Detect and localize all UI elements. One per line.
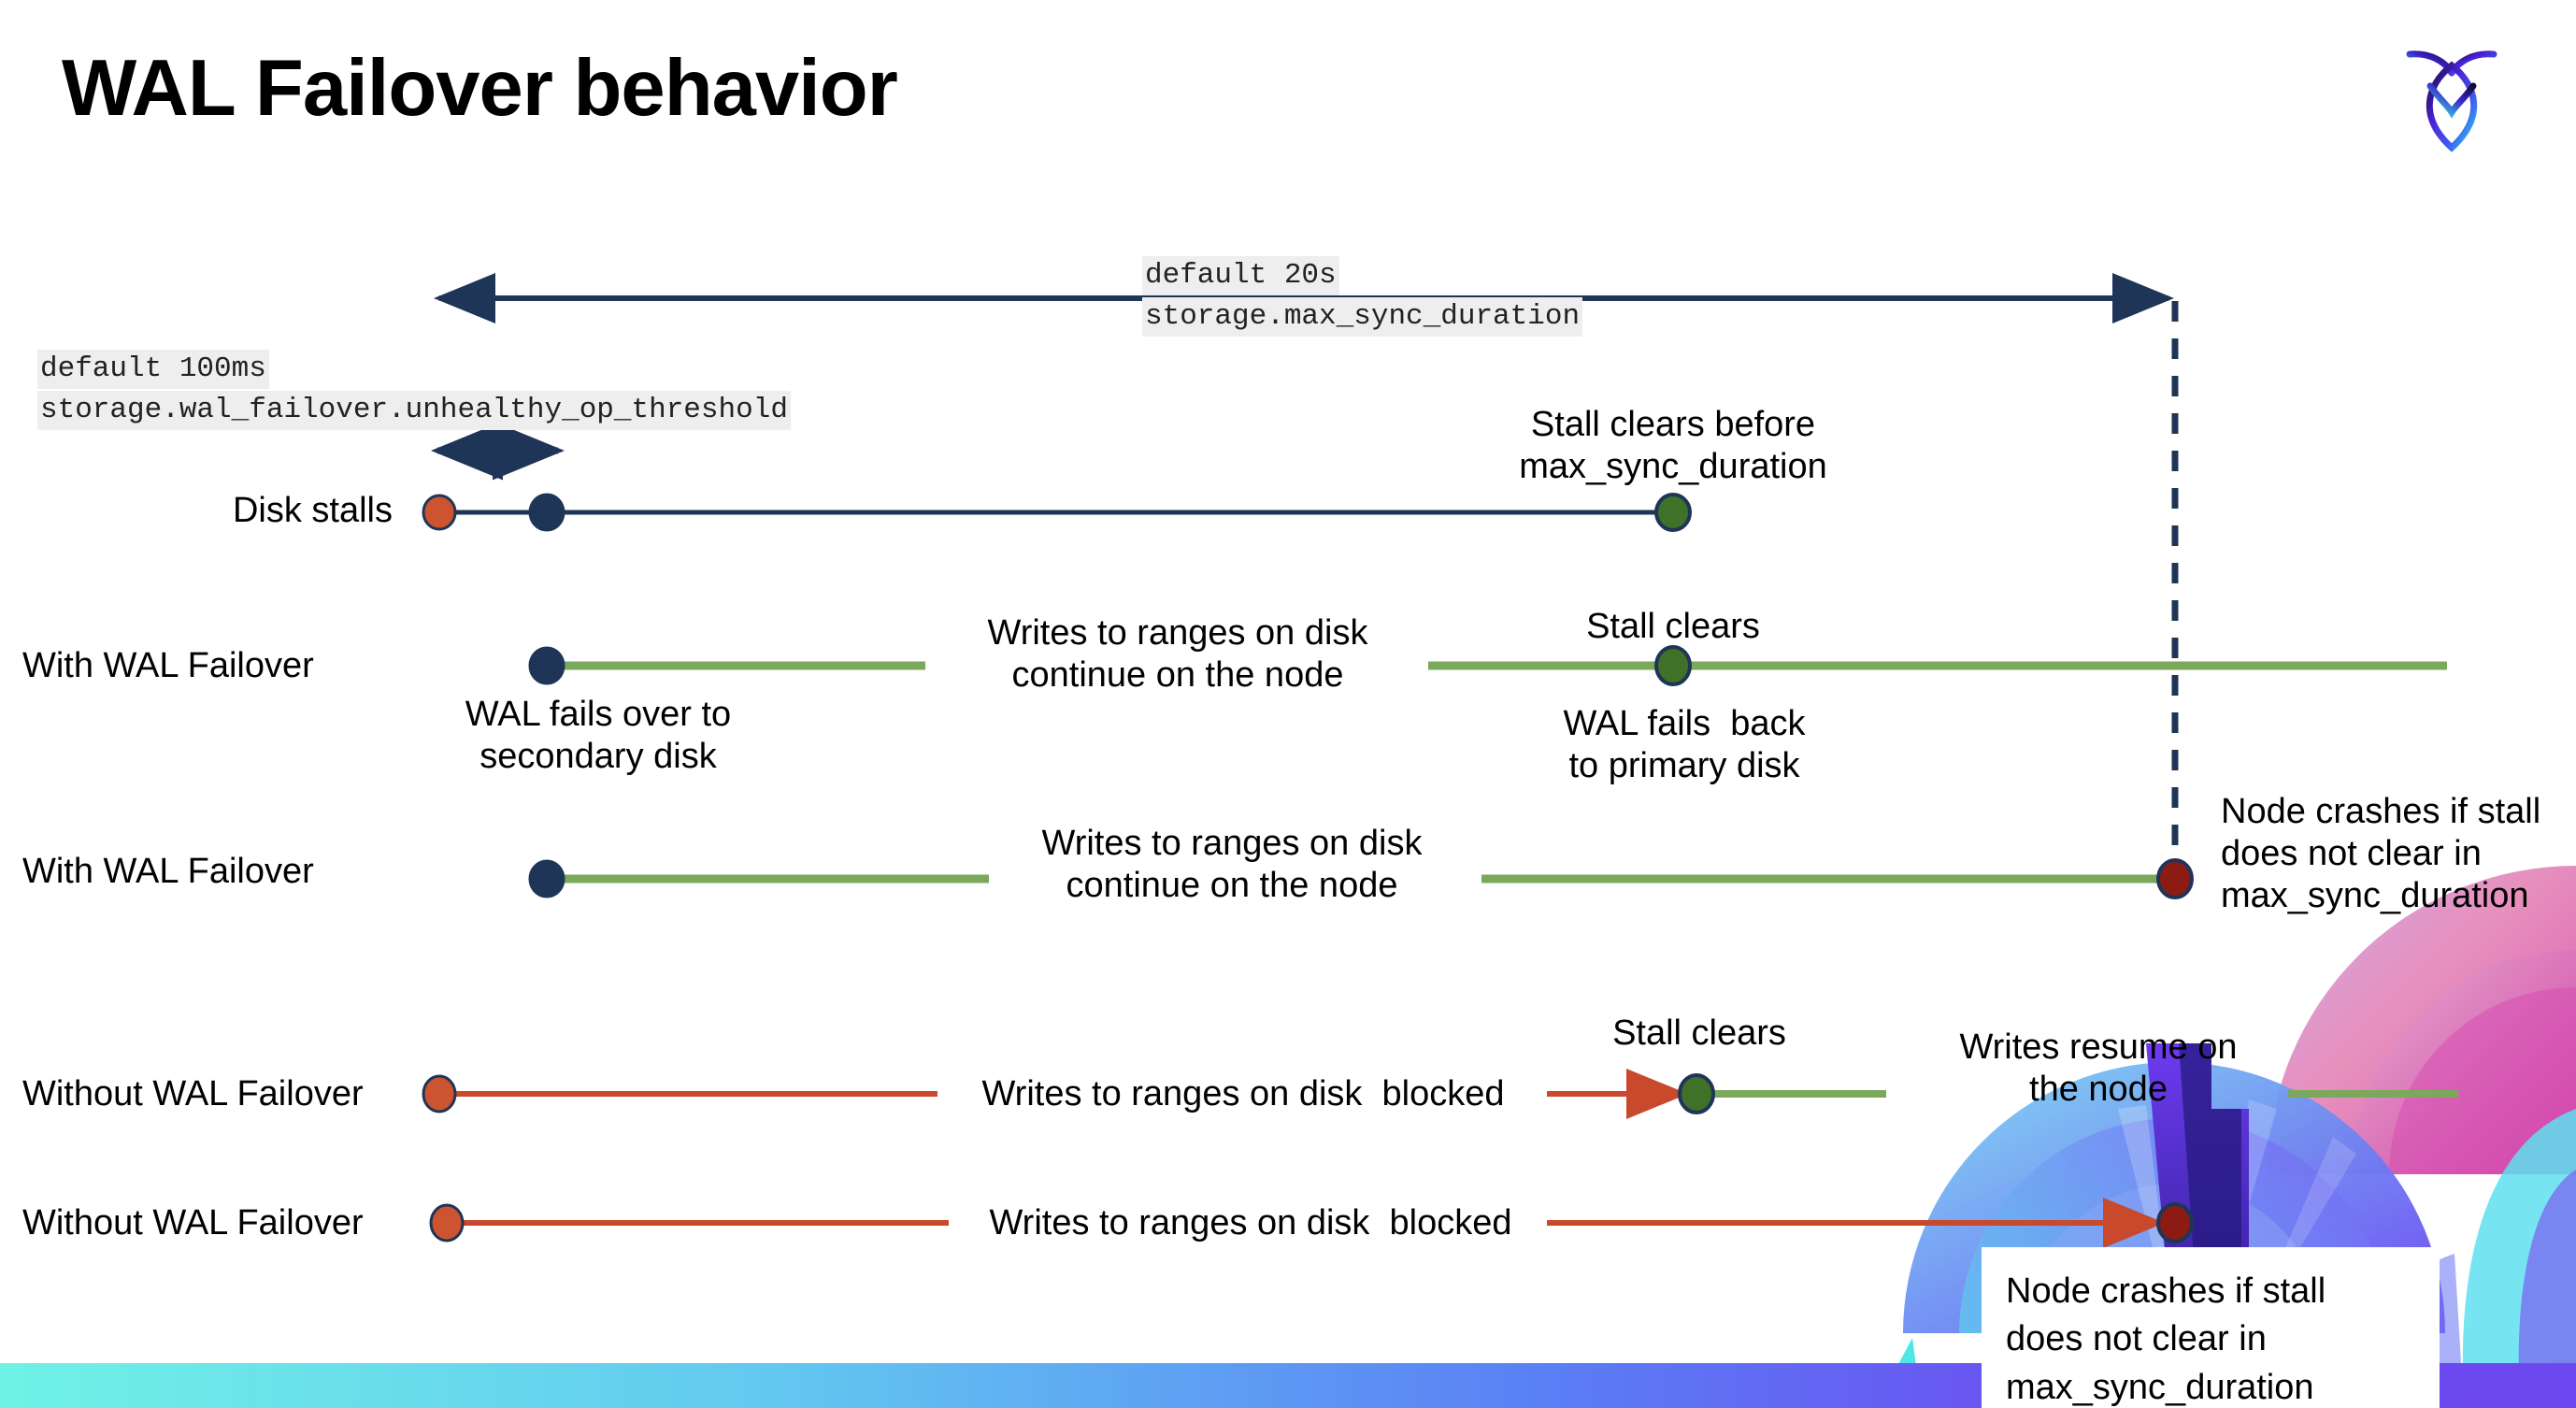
- row-label-without-wal-failover-2: Without WAL Failover: [22, 1203, 364, 1243]
- row-label-disk-stalls: Disk stalls: [232, 491, 393, 530]
- note-node-crashes-2: Node crashes if stall does not clear in …: [1982, 1247, 2440, 1408]
- note-writes-continue-1: Writes to ranges on disk continue on the…: [987, 613, 1368, 695]
- note-wal-fails-over: WAL fails over to secondary disk: [465, 695, 732, 776]
- page-title: WAL Failover behavior: [62, 44, 898, 133]
- max-sync-duration-setting-label: storage.max_sync_duration: [1142, 297, 1583, 337]
- note-stall-clears-before-max-sync: Stall clears before max_sync_duration: [1519, 405, 1827, 486]
- row-label-with-wal-failover-1: With WAL Failover: [22, 646, 314, 685]
- note-wal-fails-back: WAL fails back to primary disk: [1563, 704, 1806, 785]
- max-sync-duration-default-label: default 20s: [1142, 256, 1339, 295]
- note-writes-blocked-2: Writes to ranges on disk blocked: [989, 1203, 1512, 1243]
- note-stall-clears-1: Stall clears: [1586, 607, 1760, 646]
- unhealthy-op-threshold-setting-label: storage.wal_failover.unhealthy_op_thresh…: [37, 391, 791, 430]
- note-writes-continue-2: Writes to ranges on disk continue on the…: [1041, 824, 1423, 905]
- row-label-with-wal-failover-2: With WAL Failover: [22, 852, 314, 891]
- note-stall-clears-2: Stall clears: [1612, 1013, 1786, 1053]
- note-writes-resume: Writes resume on the node: [1959, 1027, 2238, 1109]
- unhealthy-op-threshold-default-label: default 100ms: [37, 350, 269, 389]
- row-label-without-wal-failover-1: Without WAL Failover: [22, 1074, 364, 1113]
- note-node-crashes-1: Node crashes if stall does not clear in …: [2221, 792, 2541, 915]
- note-writes-blocked-1: Writes to ranges on disk blocked: [981, 1074, 1505, 1113]
- cockroachdb-logo-icon: [2382, 28, 2522, 168]
